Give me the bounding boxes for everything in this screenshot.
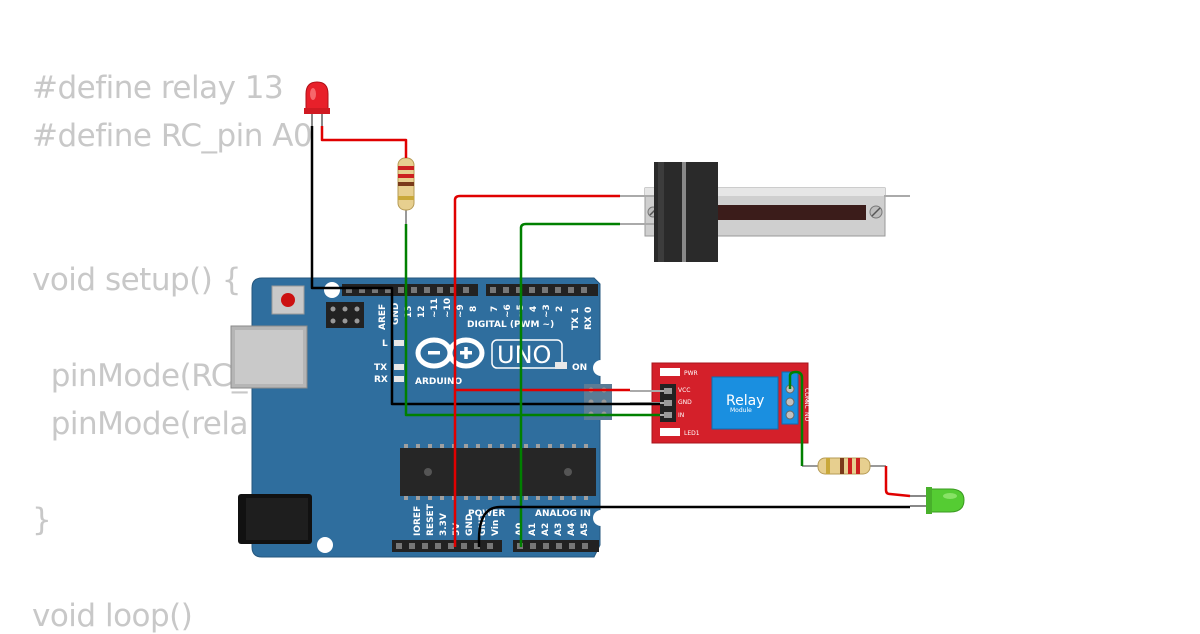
pin-label: Vin: [491, 520, 501, 536]
arduino-brand-label: ARDUINO: [415, 377, 463, 387]
wire-red[interactable]: [453, 194, 620, 547]
wire-black[interactable]: [477, 505, 910, 547]
relay-pin-gnd: GND: [678, 399, 692, 406]
pin-label: 7: [490, 306, 500, 312]
pin-label: GND: [478, 514, 488, 536]
code-line-8: pinMode(rela: [32, 406, 249, 442]
code-line-5: void setup() {: [32, 262, 241, 298]
pin-label: A2: [541, 523, 551, 536]
mounting-hole: [593, 360, 609, 376]
pin-label: 13: [404, 305, 414, 318]
slider-track: [710, 205, 866, 220]
pin-label: ~9: [456, 304, 466, 318]
slide-potentiometer[interactable]: [620, 162, 910, 262]
pwr-label: PWR: [684, 370, 698, 377]
led1-label: LED1: [684, 430, 700, 437]
red-led[interactable]: [304, 81, 330, 126]
pin-label: 4: [529, 306, 539, 312]
mounting-hole: [324, 282, 340, 298]
reset-button-cap[interactable]: [281, 293, 295, 307]
led1: [660, 428, 680, 436]
pin-label: 2: [555, 306, 565, 312]
code-line-12: void loop(): [32, 598, 193, 634]
uno-model-label: UNO: [497, 341, 551, 369]
mounting-hole: [593, 510, 609, 526]
resistor-bottom[interactable]: [802, 457, 886, 475]
code-line-10: }: [32, 502, 52, 538]
pin-label: 5V: [452, 523, 462, 536]
terminal-no-label: NO: [803, 412, 810, 421]
pin-label: A4: [567, 523, 577, 536]
pin-label: A1: [528, 523, 538, 536]
relay-title: Relay: [726, 393, 764, 409]
mounting-hole: [317, 537, 333, 553]
pin-label: TX 1: [571, 308, 581, 330]
wire-green[interactable]: [788, 370, 804, 466]
wire-red[interactable]: [320, 126, 408, 158]
terminal-com-label: COM: [803, 388, 810, 402]
pin-label: A5: [580, 523, 590, 536]
uno-badge: [491, 339, 563, 369]
relay-subtitle: Module: [730, 407, 752, 414]
relay-cube: [711, 376, 779, 430]
power-header: [392, 540, 502, 552]
analog-in-label: ANALOG IN: [535, 509, 591, 519]
pin-label: 12: [417, 305, 427, 318]
green-led[interactable]: [910, 487, 965, 514]
pin-label: 8: [469, 306, 479, 312]
pin-label: ~10: [443, 298, 453, 318]
wire-red[interactable]: [884, 466, 911, 498]
l-led-label: L: [382, 339, 388, 349]
pin-label: RESET: [426, 503, 436, 536]
pin-label: 3.3V: [439, 513, 449, 536]
l-led: [394, 340, 404, 346]
pin-label: GND: [391, 303, 401, 325]
tx-led-label: TX: [374, 363, 387, 373]
pin-label: AREF: [378, 304, 388, 330]
code-line-1: #define relay 13: [32, 70, 284, 106]
pin-label: A3: [554, 523, 564, 536]
rx-led-label: RX: [374, 375, 388, 385]
arduino-logo: [415, 337, 485, 369]
on-led: [555, 362, 567, 369]
icsp-header: [326, 302, 364, 328]
digital-pwm-label: DIGITAL (PWM ~): [467, 320, 554, 330]
arduino-uno-board[interactable]: AREF GND 13 12 ~11 ~10 ~9 8 7 ~6 ~5 4 ~3…: [230, 277, 612, 558]
pin-label: ~11: [430, 298, 440, 318]
code-line-2: #define RC_pin A0: [32, 118, 313, 154]
pin-label: GND: [465, 514, 475, 536]
tx-led: [394, 364, 404, 370]
relay-pin-vcc: VCC: [678, 387, 690, 394]
pwr-led: [660, 368, 680, 376]
code-line-7: pinMode(RC_: [32, 358, 248, 394]
rx-led: [394, 376, 404, 382]
relay-pin-in: IN: [678, 412, 684, 419]
wire-green[interactable]: [404, 224, 660, 417]
on-label: ON: [572, 363, 587, 373]
pin-label: ~6: [503, 304, 513, 318]
terminal-nc-label: NC: [803, 400, 810, 409]
wire-black[interactable]: [310, 126, 660, 406]
pin-label: RX 0: [584, 307, 594, 330]
pin-label: ~3: [542, 304, 552, 318]
pin-label: IOREF: [413, 506, 423, 536]
wire-green[interactable]: [519, 222, 620, 547]
atmega-chip: [400, 448, 596, 496]
